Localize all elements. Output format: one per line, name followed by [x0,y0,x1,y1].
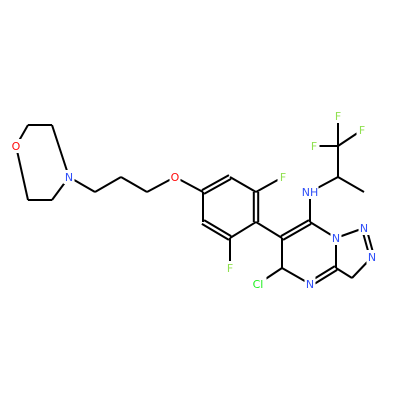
atom-background-n5 [304,277,316,291]
atom-label-cl: Cl [253,278,264,291]
bond-t3-b4 [335,267,353,279]
bond-p2-p3 [120,176,148,193]
atom-background-n1 [63,170,75,184]
atom-label-nh: NH [302,186,319,199]
atom-label-n4: N [368,251,376,264]
atom-label-n1: N [65,171,73,184]
atom-background-f1 [277,170,289,184]
atom-label-f3: F [335,110,341,123]
bond-ch-ch3 [337,176,365,193]
atom-label-n2: N [332,232,340,245]
bond-b1-b2-b [280,219,310,237]
bond-a5-a6-a [203,219,232,237]
atom-label-n5: N [306,278,314,291]
atom-background-f2 [224,261,236,275]
atom-background-f3 [332,109,344,123]
atom-background-n3 [358,221,370,235]
atom-background-o2 [169,170,181,184]
atom-label-layer: O N O F F NH F F F N N N N Cl [10,109,378,291]
atom-background-f5 [356,123,368,137]
bond-m4-o1 [15,145,29,201]
bond-m2-n1 [51,124,70,178]
atom-background-cl [249,277,267,291]
bond-a5-a6-b [201,223,230,241]
bond-a4-a5 [229,221,257,239]
atom-label-n3: N [360,222,368,235]
atom-background-o1 [10,139,22,153]
atom-background-n4 [366,250,378,264]
atom-background-n2 [330,231,342,245]
atom-background-f4 [308,139,320,153]
bond-a4-b1 [255,221,283,239]
bond-a2-a3 [229,176,257,193]
bond-b1-b2-a [282,223,312,241]
atom-label-f4: F [311,140,317,153]
bond-layer [15,116,376,287]
atom-label-o2: O [171,171,180,184]
atom-background-nh [301,185,319,199]
atom-label-f5: F [359,124,365,137]
bond-a1-a2-a [203,178,232,195]
atom-label-f2: F [227,262,233,275]
bond-a1-a2-b [201,174,230,191]
bond-p1-p2 [94,176,122,193]
atom-label-f1: F [280,171,286,184]
atom-label-o1: O [12,140,21,153]
